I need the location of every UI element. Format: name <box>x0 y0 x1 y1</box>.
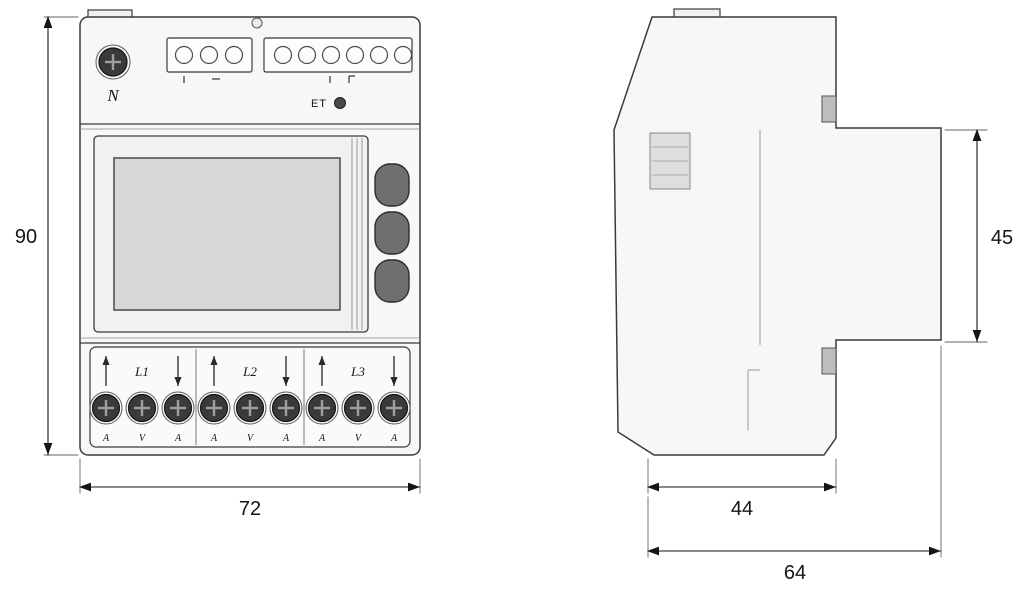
dimension-body-depth-44: 44 <box>646 458 837 520</box>
et-label: ET <box>311 98 327 110</box>
dimension-height-90: 90 <box>15 15 79 456</box>
button-middle <box>374 211 410 255</box>
front-view: N ET <box>79 9 421 456</box>
dimensions: 90 72 45 44 64 <box>15 15 1013 584</box>
dim-value-body-depth: 44 <box>731 498 753 520</box>
screw-terminal <box>304 390 340 426</box>
dimension-total-depth-64: 64 <box>646 345 942 584</box>
screw-terminal <box>88 390 124 426</box>
aux-terminal-strip-right <box>263 37 413 83</box>
phase-label-l2: L2 <box>242 364 257 379</box>
terminal-letter: A <box>102 433 110 444</box>
pulse-led-icon <box>334 97 346 109</box>
lcd-screen <box>113 157 341 311</box>
terminal-letter: A <box>390 433 398 444</box>
terminal-letter: A <box>174 433 182 444</box>
phase-label-l1: L1 <box>134 364 149 379</box>
dimension-clip-height-45: 45 <box>944 128 1013 343</box>
din-clip-bottom <box>821 347 837 375</box>
screw-terminal <box>268 390 304 426</box>
terminal-letter: A <box>282 433 290 444</box>
screw-terminal <box>340 390 376 426</box>
dim-value-total-depth: 64 <box>784 562 806 584</box>
terminal-letter: A <box>318 433 326 444</box>
dim-value-height: 90 <box>15 226 37 248</box>
button-down <box>374 259 410 303</box>
neutral-label: N <box>106 86 120 105</box>
terminal-letter: V <box>355 433 363 444</box>
screw-terminal <box>232 390 268 426</box>
button-up <box>374 163 410 207</box>
dim-value-clip-height: 45 <box>991 227 1013 249</box>
terminal-letter: V <box>139 433 147 444</box>
seal-screw-icon <box>251 17 263 29</box>
screw-terminal <box>124 390 160 426</box>
terminal-letter: V <box>247 433 255 444</box>
terminal-letter: A <box>210 433 218 444</box>
screw-terminal <box>160 390 196 426</box>
bottom-terminal-block: L1 L2 L3 A V A A V A A V A <box>88 346 412 448</box>
dim-value-width: 72 <box>239 498 261 520</box>
din-clip-top <box>821 95 837 123</box>
neutral-screw-icon <box>95 44 131 80</box>
side-view <box>613 8 942 456</box>
side-profile <box>613 16 942 456</box>
screw-terminal <box>196 390 232 426</box>
phase-label-l3: L3 <box>350 364 365 379</box>
dimension-width-72: 72 <box>78 458 421 520</box>
aux-terminal-strip-left <box>166 37 253 83</box>
screw-terminal <box>376 390 412 426</box>
